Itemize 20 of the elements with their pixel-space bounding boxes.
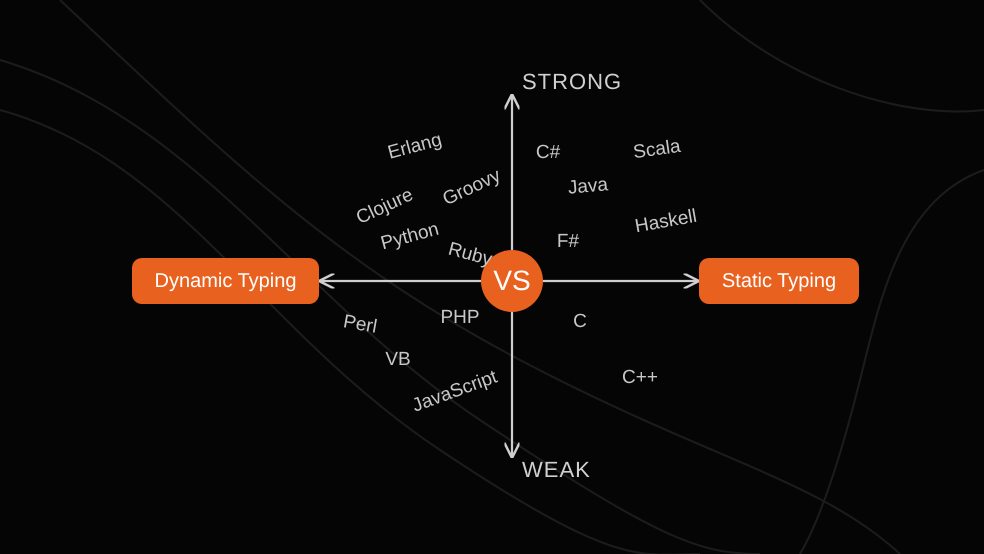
language-label: VB [385,349,411,371]
language-label: Haskell [633,206,699,238]
language-label: Erlang [386,129,444,165]
language-label: Scala [632,136,682,164]
axis-label: STRONG [512,70,622,94]
language-label: Java [567,174,609,200]
language-label: PHP [440,307,480,329]
axis-label: WEAK [512,458,612,482]
language-label: C# [536,142,560,164]
category-box: Dynamic Typing [132,258,319,304]
arrow [503,312,521,460]
language-label: Perl [341,311,379,339]
language-label: F# [556,231,580,253]
category-box: Static Typing [699,258,859,304]
language-label: C [573,311,587,333]
arrow [503,92,521,250]
arrow [543,272,700,290]
language-label: C++ [622,367,658,389]
language-label: Ruby [446,238,494,270]
arrow [318,272,481,290]
